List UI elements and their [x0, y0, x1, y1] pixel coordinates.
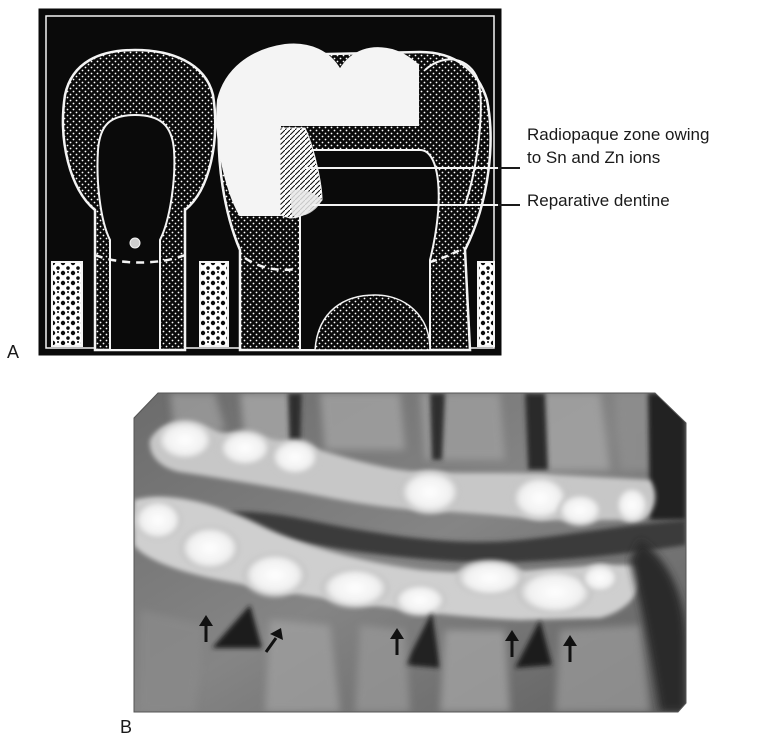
bone-block-left: [52, 262, 82, 346]
panel-a-diagram: [40, 10, 500, 354]
label-reparative-dentine: Reparative dentine: [527, 191, 670, 210]
right-tooth: [217, 44, 490, 350]
panel-b-letter: B: [120, 717, 132, 735]
panel-a-letter: A: [7, 342, 19, 362]
label-radiopaque-line1: Radiopaque zone owing: [527, 125, 709, 144]
bone-block-middle: [200, 262, 228, 346]
label-radiopaque-line2: to Sn and Zn ions: [527, 148, 660, 167]
bone-block-right: [478, 262, 494, 346]
panel-b-radiograph: [130, 390, 690, 715]
left-canal-dot: [130, 238, 140, 248]
